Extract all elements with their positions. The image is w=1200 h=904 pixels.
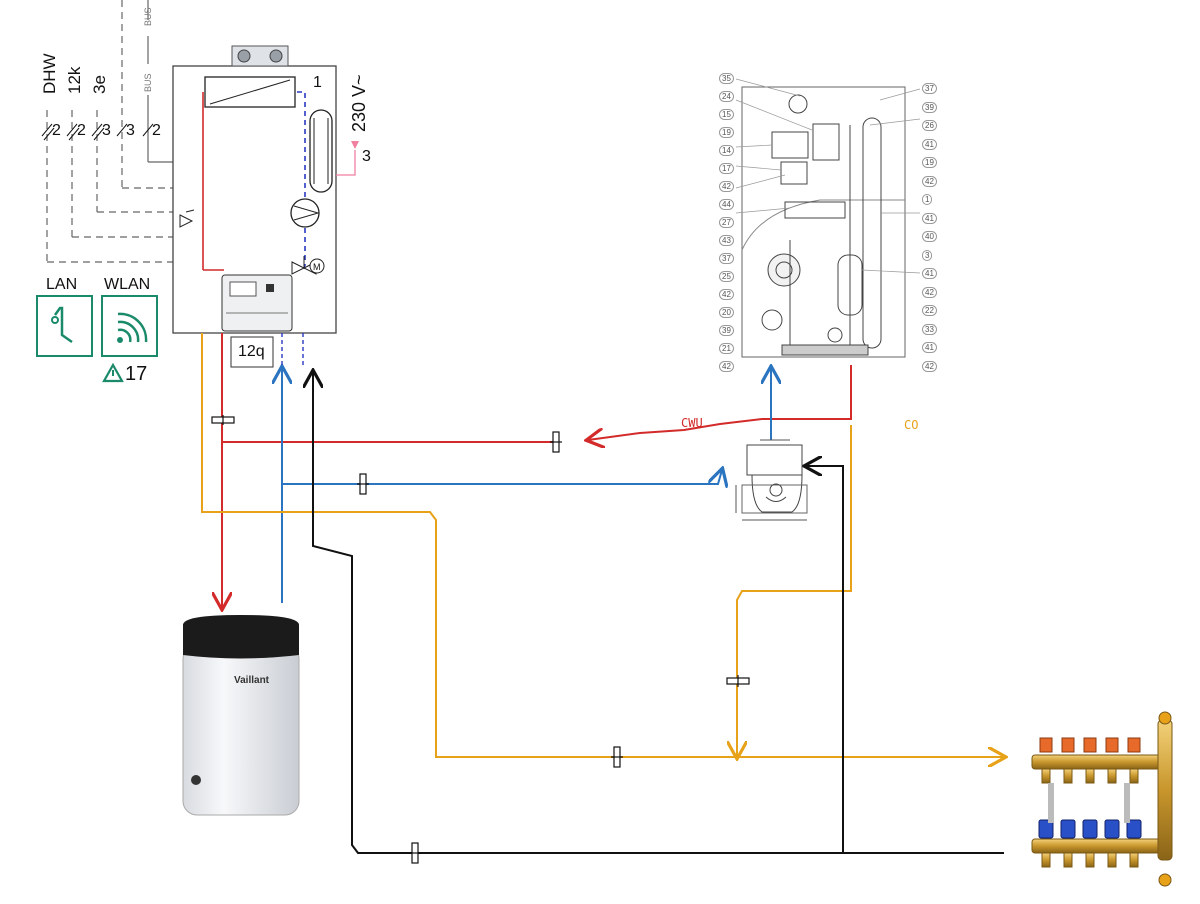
heat-pump-ref-number: 19 [719, 127, 734, 138]
heat-pump-ref-number: 26 [922, 120, 937, 132]
heat-pump-ref-number: 15 [719, 109, 734, 120]
heat-pump-ref-number: 1 [922, 194, 933, 206]
heat-pump-ref-number: 37 [922, 83, 937, 94]
3e-label: 3e [90, 75, 109, 94]
heat-pump-ref-number: 42 [719, 361, 734, 372]
wlan-icon [101, 295, 158, 357]
warning-icon [102, 362, 124, 383]
wire-count-bus-2: 2 [152, 122, 161, 139]
tank-brand: Vaillant [234, 675, 270, 686]
heat-pump-ref-number: 37 [719, 253, 734, 264]
wlan-label: WLAN [104, 276, 151, 293]
buffer-tank-drawing [735, 439, 808, 521]
heat-pump-unit [741, 86, 906, 358]
heat-pump-ref-number: 41 [922, 212, 937, 224]
dhw-label: DHW [40, 53, 59, 94]
pipe-valves [211, 415, 750, 864]
boiler-number: 1 [313, 74, 322, 91]
heat-pump-ref-number: 42 [719, 181, 734, 192]
module-12q-label: 12q [238, 343, 265, 360]
underfloor-manifold [1031, 711, 1173, 887]
svg-text:M: M [313, 262, 321, 272]
wire-count-bus-1: 3 [126, 122, 135, 139]
signal-lines [41, 0, 173, 263]
heat-pump-ref-number: 39 [719, 325, 734, 336]
heat-pump-ref-number: 42 [719, 289, 734, 300]
cwu-label: CWU [681, 416, 703, 430]
heat-pump-ref-number: 17 [719, 163, 734, 174]
warning-number: 17 [125, 363, 148, 385]
heat-pump-ref-number: 42 [922, 361, 937, 372]
heat-pump-ref-number: 44 [719, 199, 734, 210]
heat-pump-ref-number: 24 [719, 91, 734, 102]
wire-count-dhw: 2 [52, 122, 61, 139]
heat-pump-ref-number: 21 [719, 343, 734, 354]
bus-label-top: BUS [143, 7, 153, 26]
heat-pump-ref-number: 39 [922, 101, 937, 113]
co-label: CO [904, 418, 919, 432]
heat-pump-ref-number: 19 [922, 157, 937, 169]
heat-pump-ref-number: 33 [922, 323, 937, 335]
heat-pump-ref-number: 41 [922, 268, 937, 280]
boiler-unit: M [172, 45, 359, 334]
heat-pump-ref-number: 42 [922, 175, 937, 187]
lan-label: LAN [46, 276, 78, 293]
heat-pump-ref-number: 14 [719, 145, 734, 156]
lan-icon [36, 295, 93, 357]
wire-count-3e: 3 [102, 122, 111, 139]
dhw-storage-tank [182, 615, 300, 816]
heat-pump-ref-number: 27 [719, 217, 734, 228]
wire-count-12k: 2 [77, 122, 86, 139]
module-12q-box [230, 336, 274, 368]
power-label: 230 V~ [349, 74, 369, 132]
heat-pump-ref-number: 43 [719, 235, 734, 246]
heat-pump-ref-number: 40 [922, 231, 937, 243]
heat-pump-callout-lines [735, 78, 921, 274]
heat-pump-ref-number: 42 [922, 286, 937, 298]
heat-pump-ref-number: 41 [922, 138, 937, 150]
12k-label: 12k [65, 66, 84, 94]
heat-pump-ref-number: 35 [719, 73, 734, 84]
heat-pump-ref-number: 41 [922, 342, 937, 354]
heat-pump-ref-number: 25 [719, 271, 734, 282]
heat-pump-ref-number: 22 [922, 305, 937, 317]
heat-pump-ref-number: 3 [922, 249, 933, 261]
heat-pump-ref-number: 20 [719, 307, 734, 318]
power-count: 3 [362, 148, 371, 165]
bus-label-mid: BUS [143, 73, 153, 92]
pipes [201, 333, 1004, 854]
